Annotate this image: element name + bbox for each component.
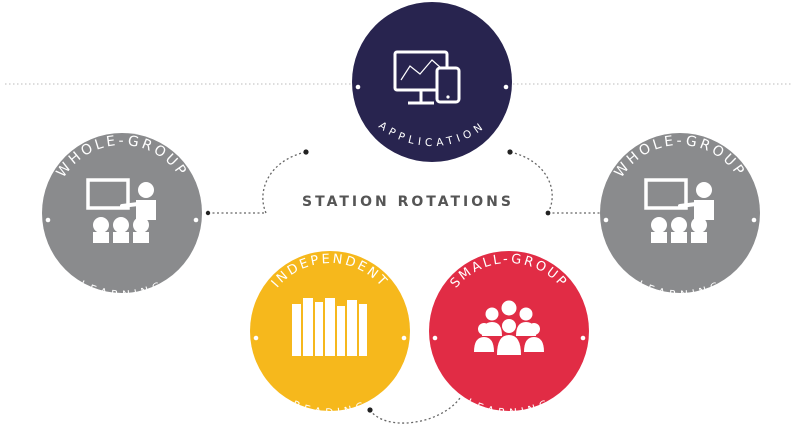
connector-right-arc: [509, 151, 553, 214]
center-label: STATION ROTATIONS: [302, 194, 514, 210]
decor-dot: [401, 335, 407, 341]
decor-dot: [603, 217, 609, 223]
decor-dot: [432, 335, 438, 341]
endpoint-dot: [303, 149, 309, 155]
group-icon: [474, 300, 544, 355]
station-whole-group-left: WHOLE-GROUP LEARNING: [42, 133, 202, 301]
rotation-connectors: [208, 151, 606, 424]
station-circle: [42, 133, 202, 293]
connector-bottom-arc: [369, 397, 461, 424]
station-circle: [352, 2, 512, 162]
endpoint-dot: [367, 407, 373, 413]
decor-dot: [45, 217, 51, 223]
decor-dot: [503, 84, 509, 90]
books-icon: [292, 298, 367, 356]
decor-dot: [355, 84, 361, 90]
station-independent-reading: INDEPENDENT READING: [250, 251, 410, 419]
station-circle: [600, 133, 760, 293]
computer-tablet-icon: [393, 50, 461, 105]
endpoint-dot: [205, 210, 211, 216]
station-student-application: STUDENT APPLICATION: [352, 0, 512, 162]
endpoint-dot: [545, 210, 551, 216]
connector-endpoints: [205, 149, 609, 413]
decor-dot: [253, 335, 259, 341]
teacher-board-icon: [644, 178, 714, 243]
teacher-board-icon: [86, 178, 156, 243]
station-whole-group-right: WHOLE-GROUP LEARNING: [600, 133, 760, 301]
connector-left-arc: [262, 151, 307, 214]
decor-dot: [751, 217, 757, 223]
endpoint-dot: [507, 149, 513, 155]
decor-dot: [193, 217, 199, 223]
decor-dot: [580, 335, 586, 341]
station-small-group: SMALL-GROUP LEARNING: [429, 251, 589, 419]
